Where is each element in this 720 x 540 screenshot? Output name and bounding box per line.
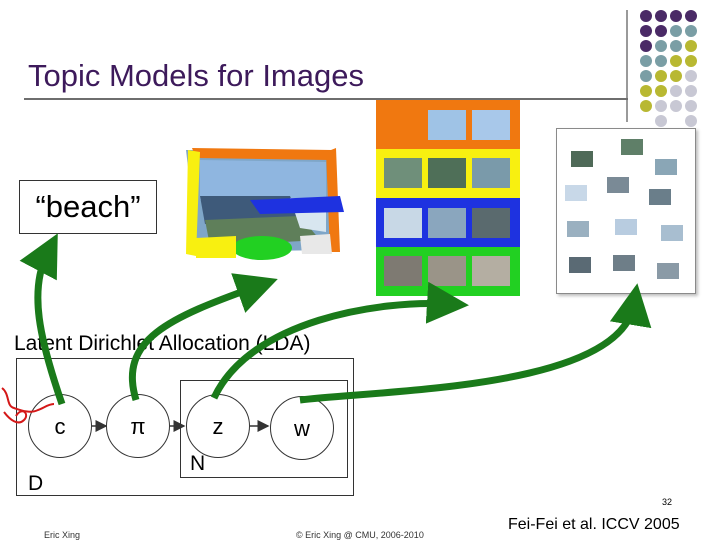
decorative-dot [640, 25, 652, 37]
patch [428, 110, 466, 140]
decorative-dot [670, 100, 682, 112]
decorative-dot [655, 10, 667, 22]
patch [565, 185, 587, 201]
patch [571, 151, 593, 167]
decorative-dot [685, 100, 697, 112]
model-label: Latent Dirichlet Allocation (LDA) [14, 332, 311, 355]
hand-drawn-arrow [128, 273, 278, 402]
beach-patch-scatter [556, 128, 696, 294]
patch [472, 256, 510, 286]
node-label-w: w [294, 416, 310, 441]
decorative-dot [640, 55, 652, 67]
scene-label-box [19, 180, 157, 234]
node-label-pi: π [130, 414, 146, 439]
decorative-dot [640, 100, 652, 112]
decorative-dot [685, 55, 697, 67]
patch [615, 219, 637, 235]
decorative-dot [640, 70, 652, 82]
node-z [186, 394, 250, 458]
red-annotation [1, 387, 55, 413]
title-underline [24, 98, 628, 100]
decorative-dot [655, 70, 667, 82]
node-label-c: c [54, 414, 66, 439]
decorative-dot [685, 85, 697, 97]
decorative-dot [670, 55, 682, 67]
node-pi [106, 394, 170, 458]
patch [569, 257, 591, 273]
patch [655, 159, 677, 175]
patch [567, 221, 589, 237]
patch [428, 158, 466, 188]
decorative-dot [640, 85, 652, 97]
patch [621, 139, 643, 155]
decorative-dot [655, 115, 667, 127]
footer-copyright: © Eric Xing @ CMU, 2006-2010 [296, 530, 424, 540]
patch [607, 177, 629, 193]
decorative-dot [670, 25, 682, 37]
slide-title: Topic Models for Images [28, 58, 364, 93]
hand-drawn-arrow [210, 281, 469, 400]
decorative-dot [670, 85, 682, 97]
decorative-dot [655, 100, 667, 112]
decorative-dot [685, 40, 697, 52]
vertical-rule [626, 10, 628, 122]
decorative-dot [685, 70, 697, 82]
patch [649, 189, 671, 205]
patch [472, 158, 510, 188]
beach-patch-grid [376, 100, 520, 296]
patch [661, 225, 683, 241]
citation: Fei-Fei et al. ICCV 2005 [508, 516, 680, 533]
node-label-z: z [212, 414, 224, 439]
decorative-dot [640, 10, 652, 22]
decorative-dot [655, 55, 667, 67]
patch [428, 208, 466, 238]
decorative-dot [685, 115, 697, 127]
decorative-dot [685, 10, 697, 22]
scene-label: “beach” [35, 189, 141, 224]
plate-label-d: D [28, 472, 44, 495]
decorative-dot [655, 25, 667, 37]
plate-label-n: N [190, 452, 206, 475]
patch [428, 256, 466, 286]
patch [657, 263, 679, 279]
patch [472, 208, 510, 238]
footer-author: Eric Xing [44, 530, 81, 540]
hand-drawn-arrow [19, 233, 66, 406]
slide-number: 32 [662, 497, 673, 507]
decorative-dot [640, 40, 652, 52]
decorative-dot [670, 40, 682, 52]
node-w [270, 396, 334, 460]
decorative-dot [655, 40, 667, 52]
patch [472, 110, 510, 140]
decorative-dot [655, 85, 667, 97]
plate-documents [16, 358, 354, 496]
patch [384, 256, 422, 286]
patch [384, 158, 422, 188]
decorative-dot [670, 10, 682, 22]
hand-drawn-arrow [299, 283, 652, 404]
patch [384, 208, 422, 238]
red-annotation [3, 410, 28, 424]
decorative-dot [685, 25, 697, 37]
patch [613, 255, 635, 271]
decorative-dot [670, 70, 682, 82]
